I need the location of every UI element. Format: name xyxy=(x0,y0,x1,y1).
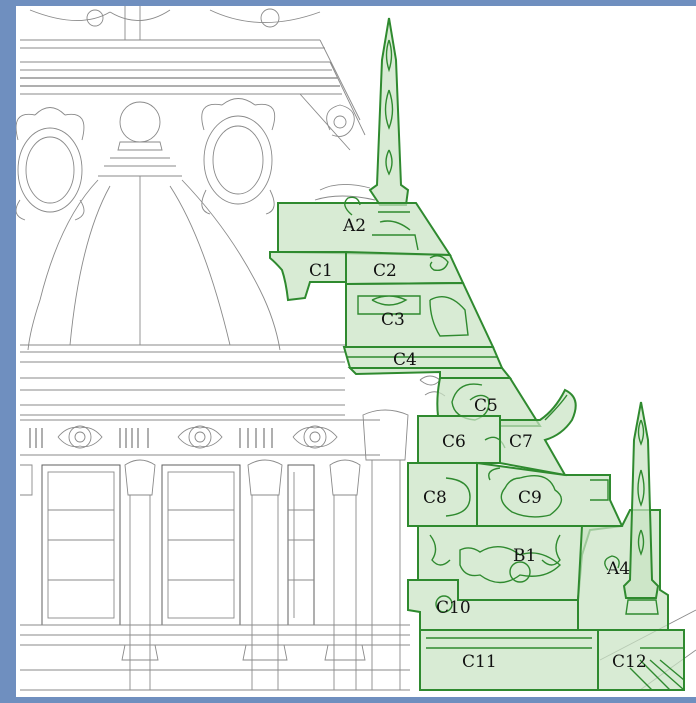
piece-labels: A2 C1 C2 C3 C4 C5 C6 C7 C8 C9 B1 A4 C10 … xyxy=(309,216,647,672)
piece-a4-obelisk xyxy=(622,401,660,599)
stone-pieces xyxy=(269,17,685,691)
label-c7: C7 xyxy=(509,432,533,452)
facade-elevation-drawing: A2 C1 C2 C3 C4 C5 C6 C7 C8 C9 B1 A4 C10 … xyxy=(16,6,696,691)
piece-c3 xyxy=(345,281,495,348)
piece-c7 xyxy=(499,388,577,477)
label-c10: C10 xyxy=(436,598,471,618)
label-b1: B1 xyxy=(513,546,536,566)
label-c2: C2 xyxy=(373,261,397,281)
piece-c11 xyxy=(419,629,599,691)
label-c9: C9 xyxy=(518,488,542,508)
piece-a2-obelisk xyxy=(368,17,410,206)
label-a4: A4 xyxy=(606,559,630,579)
label-c4: C4 xyxy=(393,350,417,370)
label-c3: C3 xyxy=(381,310,405,330)
label-c11: C11 xyxy=(462,652,497,672)
piece-c1 xyxy=(269,251,347,302)
label-c8: C8 xyxy=(423,488,447,508)
piece-c9 xyxy=(476,461,624,527)
label-a2: A2 xyxy=(342,216,366,236)
label-c1: C1 xyxy=(309,261,333,281)
piece-c4-lower-band xyxy=(347,367,513,379)
label-c6: C6 xyxy=(442,432,466,452)
label-c5: C5 xyxy=(474,396,498,416)
label-c12: C12 xyxy=(612,652,647,672)
